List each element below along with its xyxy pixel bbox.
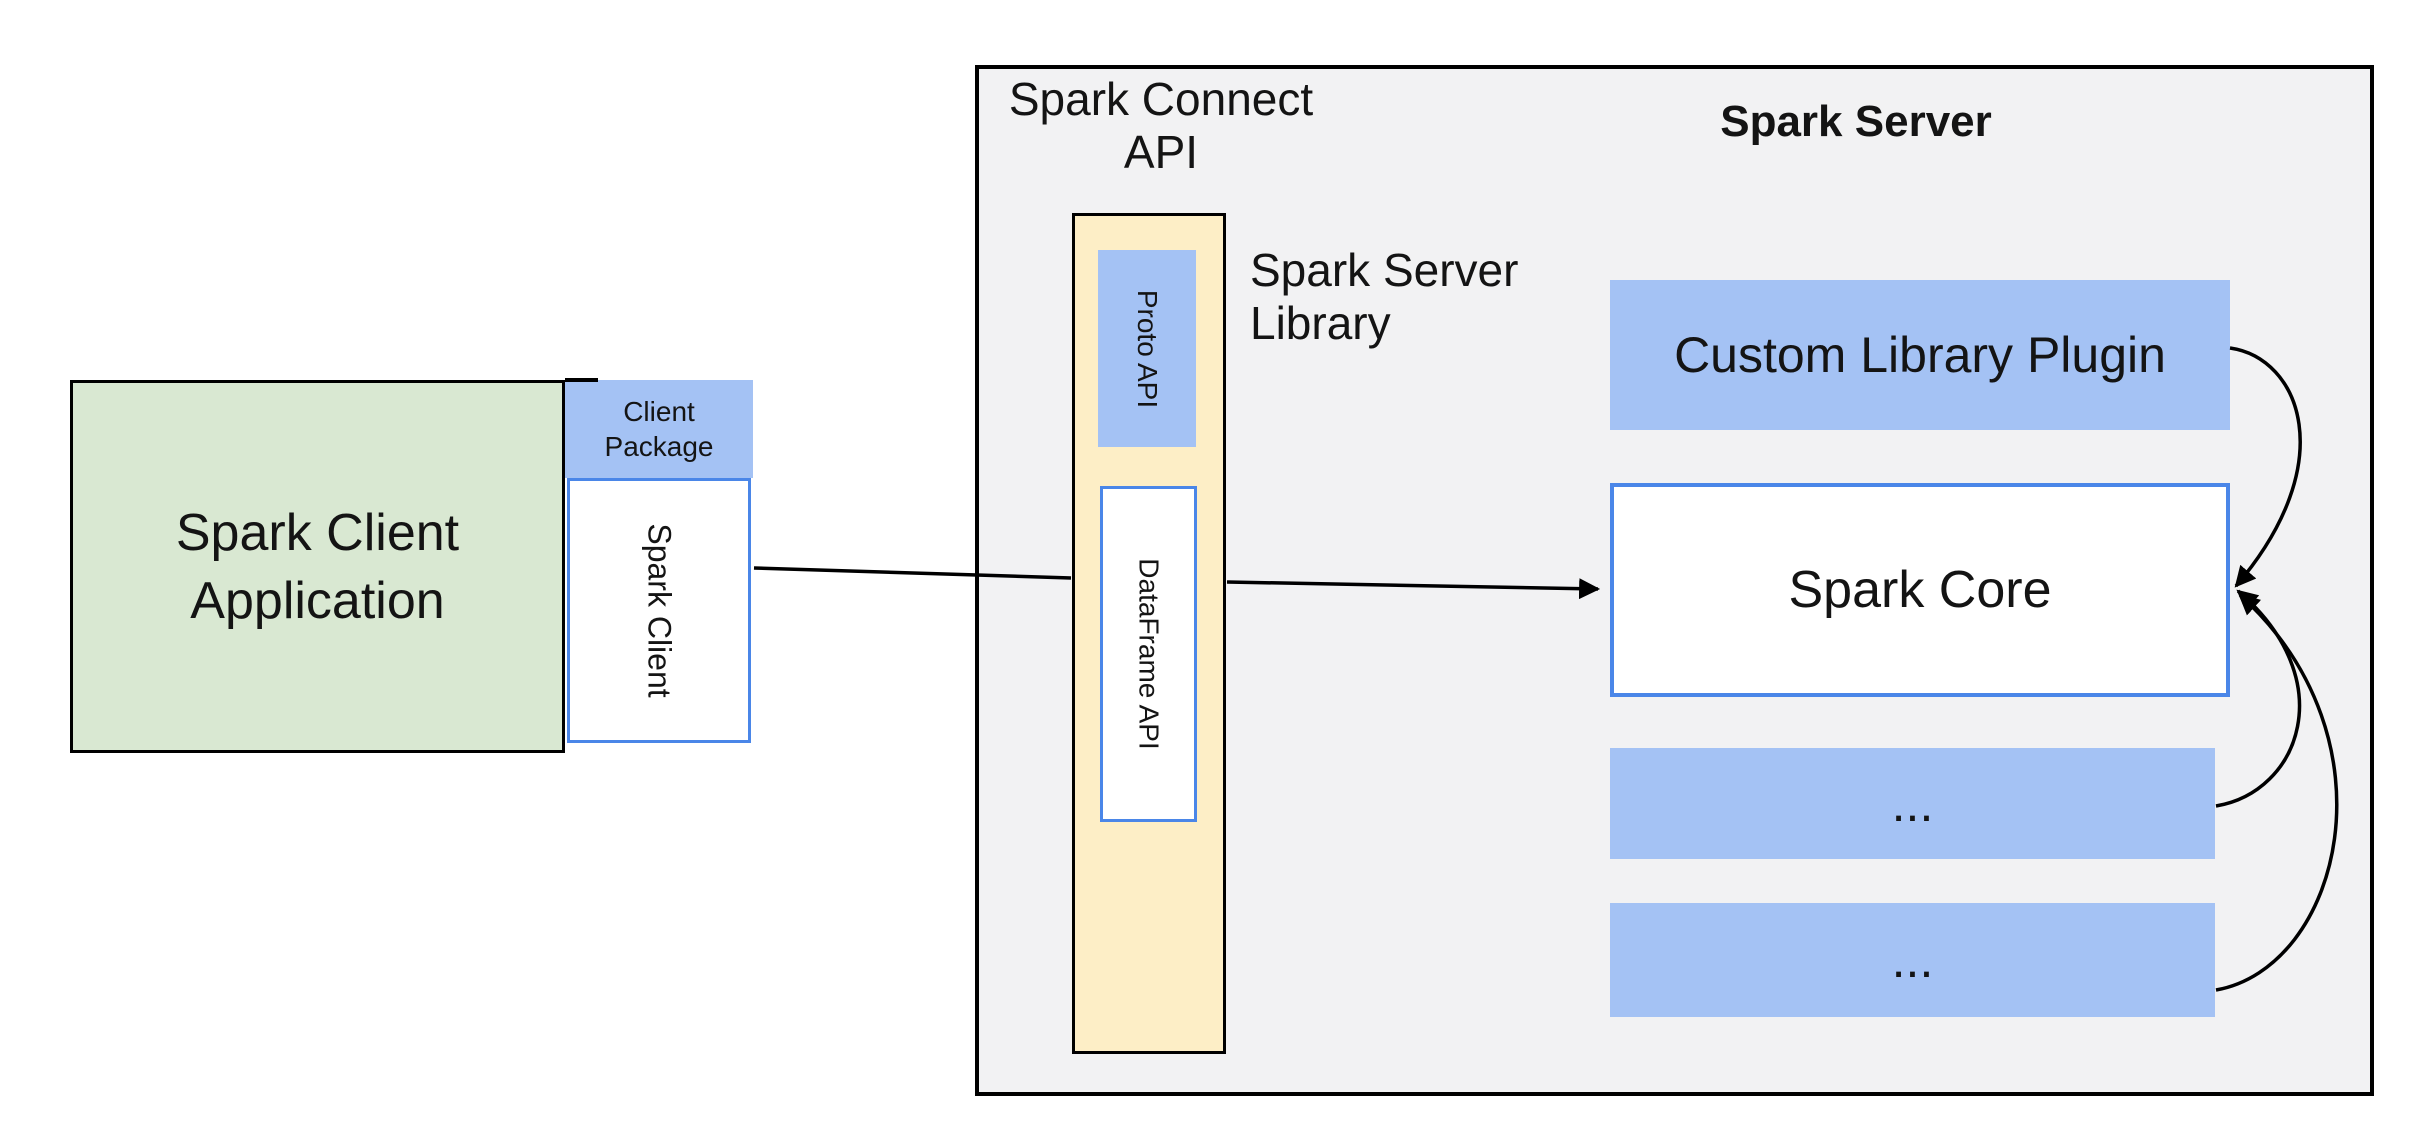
spark-client-application-box (70, 380, 565, 753)
spark-client-box: Spark Client (567, 478, 751, 743)
extension-box-1: ... (1610, 748, 2215, 859)
green-box-border-overhang (565, 378, 598, 382)
spark-core-box: Spark Core (1610, 483, 2230, 697)
spark-connect-api-title: Spark Connect API (1008, 73, 1314, 178)
spark-server-library-label: Spark Server Library (1250, 244, 1519, 349)
dataframe-api-label: DataFrame API (1133, 558, 1165, 750)
dataframe-api-box: DataFrame API (1100, 486, 1197, 822)
client-package-label: Client Package (604, 396, 714, 462)
custom-library-plugin-box: Custom Library Plugin (1610, 280, 2230, 430)
client-package-box (565, 380, 753, 478)
spark-server-title: Spark Server (1720, 97, 1992, 146)
proto-api-label: Proto API (1132, 289, 1164, 408)
extension-box-2: ... (1610, 903, 2215, 1017)
spark-client-application-label: Spark Client Application (175, 503, 460, 630)
spark-client-label: Spark Client (641, 523, 678, 698)
proto-api-box: Proto API (1098, 250, 1196, 447)
